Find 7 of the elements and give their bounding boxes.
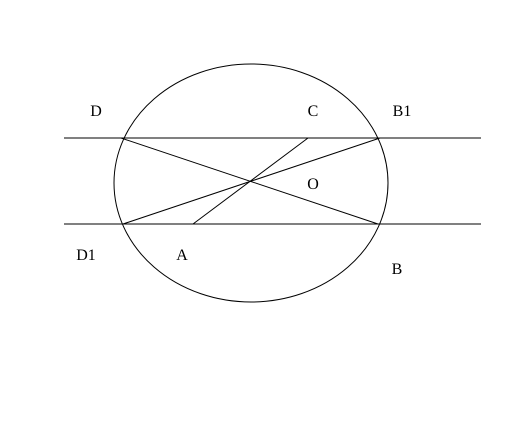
point-label: C [308,104,318,120]
point-label: B1 [392,104,412,120]
point-label: D [90,104,102,120]
point-label: A [176,248,188,264]
point-label: D1 [76,248,96,264]
point-label: O [307,177,319,193]
point-label: B [392,262,402,278]
